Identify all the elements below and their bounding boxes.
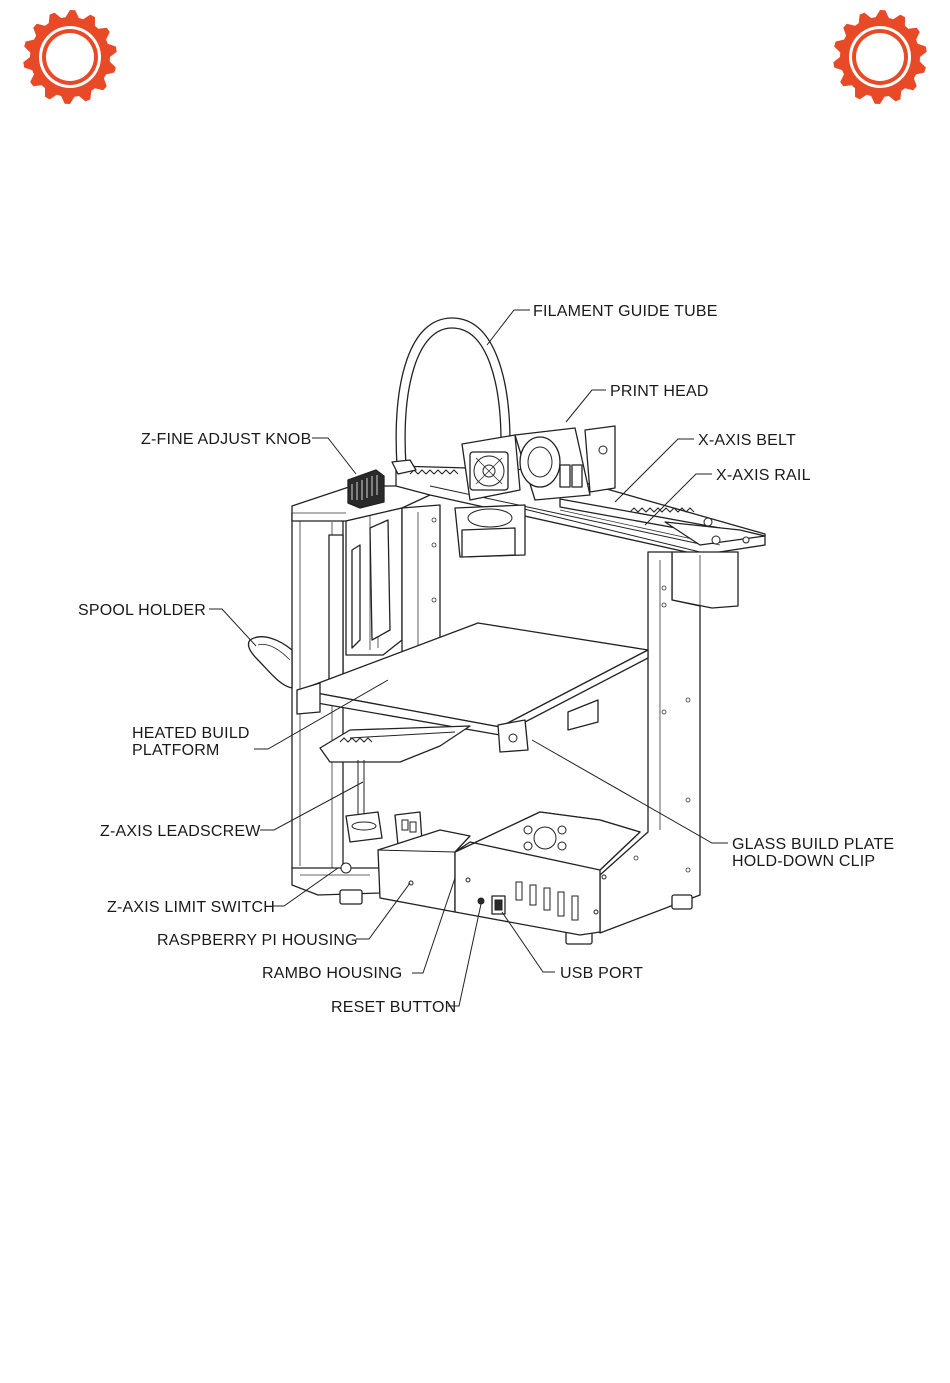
label-z-axis-leadscrew: Z-AXIS LEADSCREW xyxy=(100,823,261,840)
print-head xyxy=(455,426,615,557)
label-x-axis-rail: X-AXIS RAIL xyxy=(716,467,811,484)
label-rambo-housing: RAMBO HOUSING xyxy=(262,965,402,982)
label-raspberry-pi-housing: RASPBERRY PI HOUSING xyxy=(157,932,358,949)
label-glass-build-plate-line2: HOLD-DOWN CLIP xyxy=(732,853,875,870)
gear-hole xyxy=(856,33,904,81)
gear-hole xyxy=(46,33,94,81)
label-usb-port: USB PORT xyxy=(560,965,643,982)
label-x-axis-belt: X-AXIS BELT xyxy=(698,432,796,449)
label-z-fine-adjust-knob: Z-FINE ADJUST KNOB xyxy=(141,431,311,448)
gear-badge-right-icon xyxy=(833,10,926,104)
label-print-head: PRINT HEAD xyxy=(610,383,709,400)
label-heated-build-platform-line1: HEATED BUILD xyxy=(132,725,250,742)
printer-illustration xyxy=(248,318,765,944)
gear-badge-left-icon xyxy=(23,10,116,104)
right-frame xyxy=(600,552,700,933)
label-glass-build-plate-line1: GLASS BUILD PLATE xyxy=(732,836,894,853)
label-spool-holder: SPOOL HOLDER xyxy=(78,602,206,619)
label-heated-build-platform-line2: PLATFORM xyxy=(132,742,220,759)
z-axis-leadscrew xyxy=(346,760,382,842)
label-reset-button: RESET BUTTON xyxy=(331,999,456,1016)
x-motor xyxy=(672,552,738,608)
label-filament-guide-tube: FILAMENT GUIDE TUBE xyxy=(533,303,718,320)
reset-button-icon xyxy=(478,898,484,904)
label-z-axis-limit-switch: Z-AXIS LIMIT SWITCH xyxy=(107,899,275,916)
